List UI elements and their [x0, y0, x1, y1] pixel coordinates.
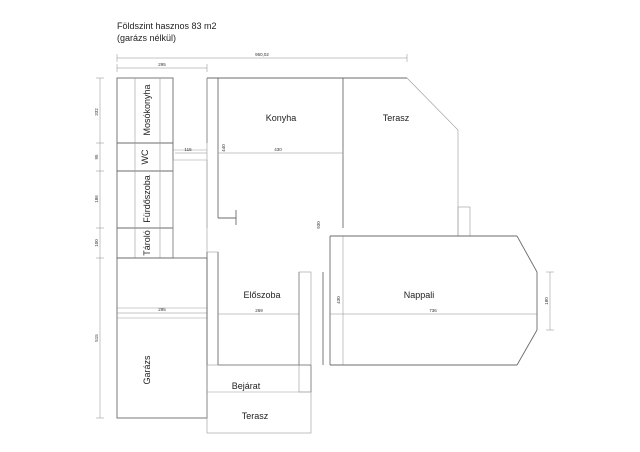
room-nappali: Nappali — [404, 290, 435, 300]
dim-kitchen-width: 430 — [274, 147, 282, 152]
room-mosokonyha: Mosókonyha — [142, 84, 152, 135]
room-furdoszoba: Fürdőszoba — [142, 175, 152, 223]
dim-nappali-height: 430 — [336, 296, 341, 304]
plan-subtitle: (garázs nélkül) — [117, 33, 177, 43]
dim-wc-corridor: 115 — [184, 147, 192, 152]
dim-nappali-right: 180 — [544, 297, 549, 305]
room-terasz-top: Terasz — [383, 113, 410, 123]
dim-left-bottom: 295 — [158, 307, 166, 312]
dim-kitchen-height: 440 — [221, 144, 226, 152]
room-wc: WC — [140, 149, 150, 164]
room-tarolo: Tároló — [142, 230, 152, 256]
left-rooms-walls — [116, 77, 207, 259]
dim-left-top: 295 — [158, 62, 166, 67]
total-width-dimension — [116, 54, 408, 62]
entrance-walls — [206, 364, 312, 434]
room-garazs: Garázs — [142, 355, 152, 385]
dim-left-h1: 332 — [94, 108, 99, 116]
dim-left-h3: 186 — [94, 195, 99, 203]
left-vertical-dimension — [96, 77, 104, 419]
kitchen-dimension — [175, 149, 344, 157]
dim-left-h2: 95 — [94, 154, 99, 160]
dim-mid-height: 930 — [316, 221, 321, 229]
hall-walls — [206, 251, 312, 418]
room-konyha: Konyha — [266, 113, 297, 123]
plan-title: Földszint hasznos 83 m2 — [117, 21, 217, 31]
dim-left-h4: 100 — [94, 239, 99, 247]
living-room-walls — [322, 235, 554, 366]
room-terasz-bottom: Terasz — [242, 411, 269, 421]
kitchen-walls — [206, 77, 407, 252]
left-top-dimension — [116, 64, 208, 72]
dim-hall-width: 269 — [255, 308, 263, 313]
top-terrace-walls — [406, 77, 471, 237]
room-bejarat: Bejárat — [232, 381, 261, 391]
garage-walls — [116, 257, 208, 419]
room-eloszoba: Előszoba — [243, 290, 280, 300]
dim-total-width: 950,02 — [255, 52, 269, 57]
dim-nappali-width: 736 — [429, 308, 437, 313]
dim-left-h5: 515 — [94, 334, 99, 342]
